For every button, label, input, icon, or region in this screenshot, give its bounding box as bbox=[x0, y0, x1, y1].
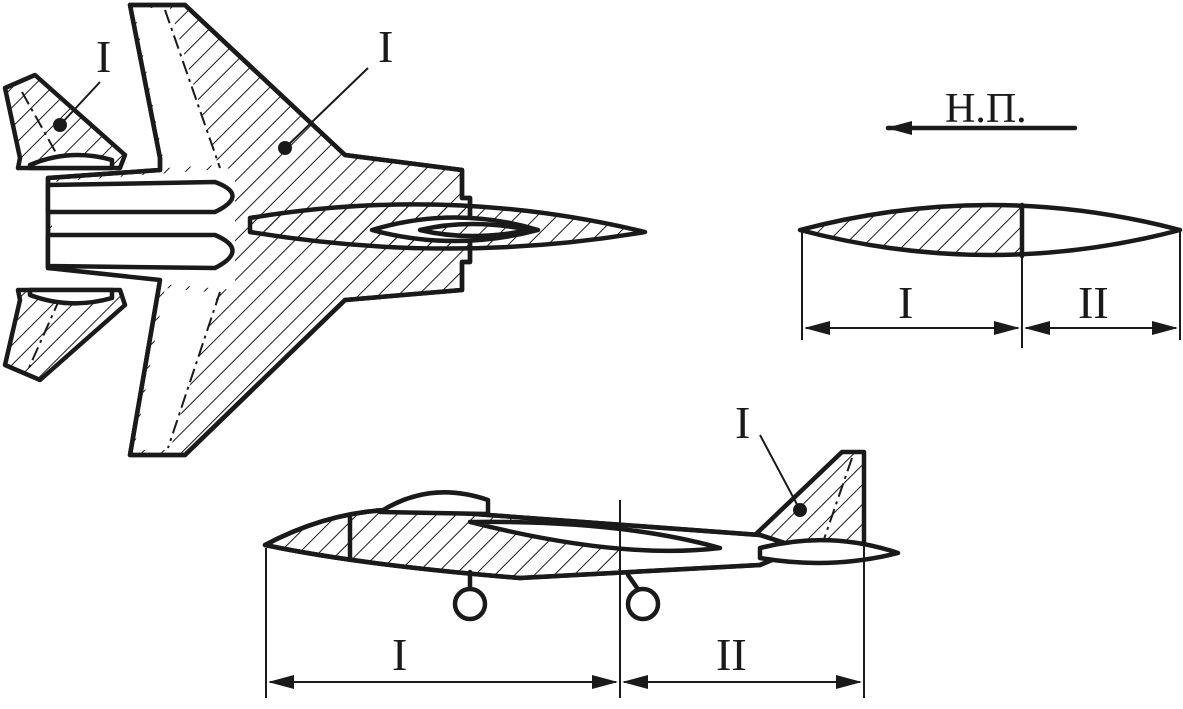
airfoil-outline bbox=[797, 202, 1183, 258]
side-view-zone-one-label: I bbox=[392, 629, 407, 680]
top-view-tail-label: I bbox=[96, 31, 111, 82]
top-wing-clean-zone bbox=[134, 8, 218, 168]
side-view-zone-two-label: II bbox=[716, 629, 747, 680]
airfoil-zone-two-label: II bbox=[1078, 277, 1109, 328]
bottom-wing-clean-zone bbox=[134, 288, 218, 450]
vertical-fin bbox=[752, 449, 867, 548]
side-view-fin-label: I bbox=[735, 397, 750, 448]
flight-direction: Н.П. bbox=[885, 86, 1078, 135]
airfoil-section bbox=[797, 202, 1183, 348]
side-engine bbox=[757, 537, 901, 566]
main-wheel bbox=[625, 586, 661, 622]
airfoil-zone-one-label: I bbox=[898, 277, 913, 328]
upper-engine-nacelle bbox=[45, 179, 235, 215]
top-view-aircraft bbox=[2, 2, 648, 458]
flight-direction-label: Н.П. bbox=[945, 86, 1027, 132]
lower-engine-nacelle bbox=[45, 232, 235, 271]
nose-wheel bbox=[452, 586, 488, 622]
side-wing bbox=[467, 519, 723, 554]
top-view-wing-label: I bbox=[378, 21, 393, 72]
lower-tailplane bbox=[2, 287, 128, 383]
side-canopy bbox=[377, 490, 491, 517]
side-view-aircraft bbox=[262, 434, 901, 698]
